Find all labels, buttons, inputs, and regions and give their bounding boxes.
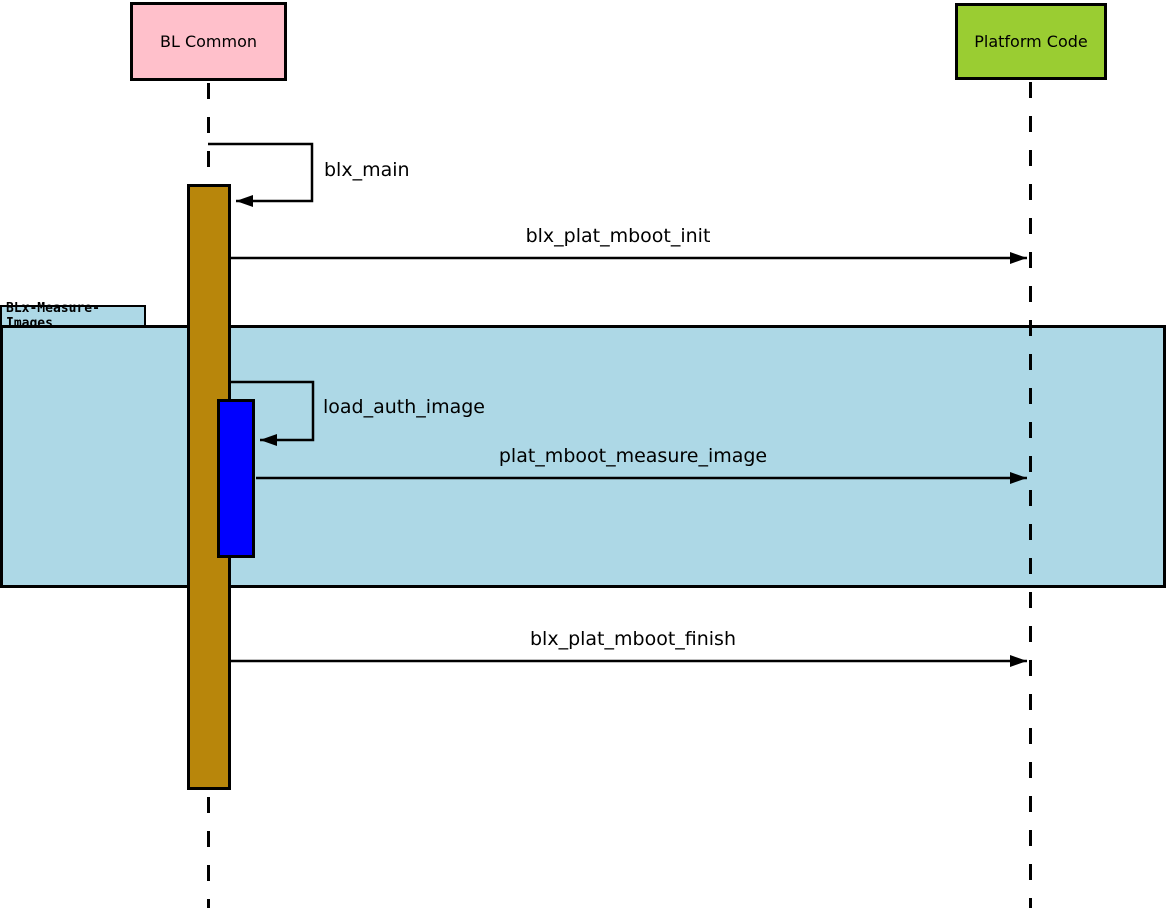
- actor-bl-common: BL Common: [130, 2, 287, 81]
- arrow-blx-main-self: [208, 142, 314, 207]
- message-label-blx-main: blx_main: [324, 159, 410, 181]
- actor-platform-code: Platform Code: [955, 3, 1107, 80]
- arrow-load-auth-image-self: [231, 380, 315, 446]
- actor-bl-common-label: BL Common: [159, 32, 258, 51]
- message-label-blx-plat-mboot-finish: blx_plat_mboot_finish: [529, 628, 736, 650]
- message-label-plat-mboot-measure-image: plat_mboot_measure_image: [498, 445, 768, 467]
- activation-bar-nested: [217, 399, 255, 558]
- message-label-load-auth-image: load_auth_image: [323, 396, 485, 418]
- actor-platform-code-label: Platform Code: [974, 32, 1088, 51]
- message-label-blx-plat-mboot-init: blx_plat_mboot_init: [525, 225, 711, 247]
